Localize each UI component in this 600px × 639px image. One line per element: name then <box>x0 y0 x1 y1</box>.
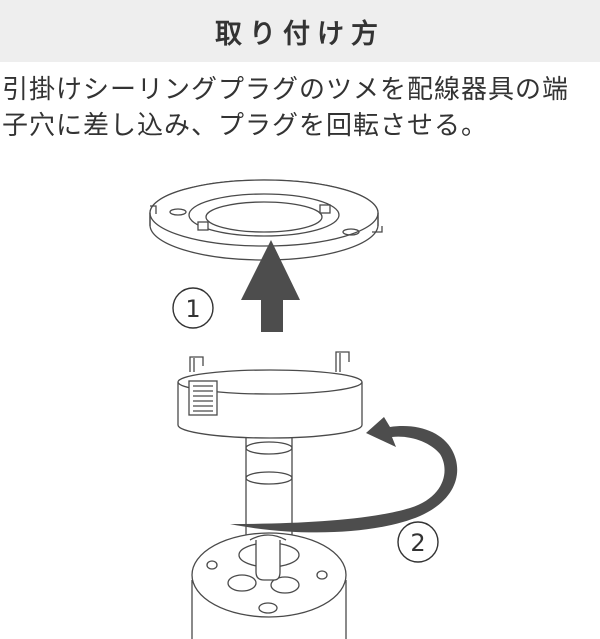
step-1-badge: 1 <box>172 287 214 329</box>
lamp-body <box>191 532 347 639</box>
pendant-stem <box>245 437 293 535</box>
instruction-line-2: 子穴に差し込み、プラグを回転させる。 <box>2 111 489 141</box>
step-2-label: 2 <box>410 529 425 557</box>
ceiling-fixture <box>149 179 383 261</box>
page-title: 取り付け方 <box>215 18 385 50</box>
instruction-line-1: 引掛けシーリングプラグのツメを配線器具の端 <box>2 75 570 105</box>
ceiling-plug <box>177 351 363 439</box>
arrow-up-icon <box>241 240 300 332</box>
header-bar: 取り付け方 <box>0 0 600 62</box>
step-2-badge: 2 <box>397 521 439 563</box>
step-1-label: 1 <box>185 295 200 323</box>
instruction-text: 引掛けシーリングプラグのツメを配線器具の端 子穴に差し込み、プラグを回転させる。 <box>2 72 600 144</box>
